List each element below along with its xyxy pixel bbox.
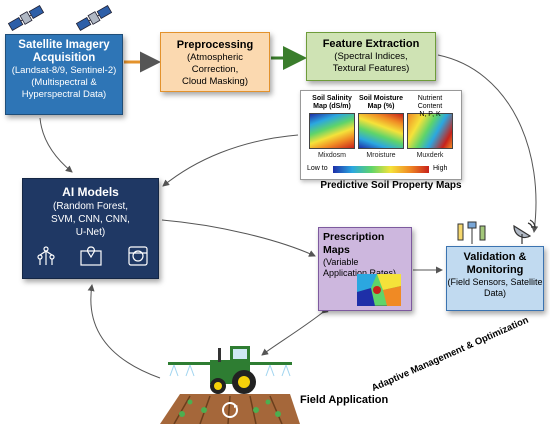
feature-extraction-box: Feature Extraction (Spectral Indices, Te… [306, 32, 436, 81]
preprocessing-title: Preprocessing [176, 39, 254, 51]
moisture-map-title-line1: Soil Moisture [359, 95, 403, 102]
satellite-body-line3: Hyperspectral Data) [21, 89, 107, 100]
arrow-ai-to-prescription [161, 219, 316, 257]
legend-color-bar [333, 166, 429, 173]
tree-network-icon [37, 246, 55, 265]
prescription-maps-box: Prescription Maps (Variable Application … [318, 227, 412, 311]
satellite-title-line2: Acquisition [32, 52, 96, 64]
satellite-icon [75, 4, 113, 32]
salinity-map-label: Mixdosm [317, 152, 346, 159]
nutrient-heatmap [407, 113, 453, 149]
legend-low-label: Low to [307, 165, 328, 172]
preprocessing-body-line2: Correction, [191, 64, 239, 75]
nutrient-map-title-line1: Nutrient Content [417, 95, 443, 110]
satellite-body-line2: (Multispectral & [31, 77, 97, 88]
arrow-maps-to-ai [162, 134, 299, 187]
validation-title-line1: Validation & [463, 251, 527, 263]
salinity-map-title-line1: Soil Salinity [312, 95, 352, 102]
satellite-acquisition-box: Satellite Imagery Acquisition (Landsat-8… [5, 34, 123, 115]
validation-body-line2: Data) [483, 288, 506, 298]
feature-body-line1: (Spectral Indices, [334, 51, 408, 62]
ai-body-line2: SVM, CNN, CNN, [51, 214, 130, 225]
field-application-label: Field Application [300, 394, 389, 406]
preprocessing-body-line1: (Atmospheric [187, 52, 243, 63]
data-grid-icon [128, 246, 148, 266]
preprocessing-body-line3: Cloud Masking) [182, 76, 248, 87]
arrow-prescription-field [261, 306, 329, 356]
tractor-icon [160, 346, 300, 424]
nutrient-map-label: Muxderk [416, 152, 444, 159]
validation-body-line1: (Field Sensors, Satellite [447, 277, 543, 287]
satellite-body-line1: (Landsat-8/9, Sentinel-2) [11, 65, 117, 76]
satellite-title-line1: Satellite Imagery [18, 39, 110, 51]
satellite-dish-icon [513, 219, 536, 244]
sensor-probe-icon [457, 221, 486, 244]
legend-high-label: High [433, 165, 448, 172]
prescription-title: Prescription Maps [323, 231, 385, 256]
validation-title-line2: Monitoring [466, 264, 524, 276]
validation-monitoring-box: Validation & Monitoring (Field Sensors, … [446, 246, 544, 311]
nutrient-map-title-line2: N, P, K [419, 111, 441, 118]
arrow-feat-to-validation [437, 54, 539, 233]
moisture-map-label: Mroisture [366, 152, 396, 159]
map-pin-icon [80, 246, 102, 266]
salinity-heatmap [309, 113, 355, 149]
ai-body-line1: (Random Forest, [52, 201, 129, 212]
soil-maps-caption: Predictive Soil Property Maps [320, 180, 462, 191]
ai-models-box: AI Models (Random Forest, SVM, CNN, CNN,… [22, 178, 159, 279]
feature-title: Feature Extraction [322, 38, 420, 50]
prescription-body-line2: Application Rates) [323, 268, 397, 278]
salinity-map-title-line2: Map (dS/m) [313, 103, 351, 110]
moisture-map-title-line2: Map (%) [367, 103, 395, 110]
arrow-sat-to-ai [39, 117, 73, 173]
arrow-field-to-ai [87, 284, 161, 379]
satellite-icon [7, 4, 45, 32]
feature-body-line2: Textural Features) [332, 63, 410, 74]
ai-title: AI Models [62, 185, 119, 199]
preprocessing-box: Preprocessing (Atmospheric Correction, C… [160, 32, 270, 92]
moisture-heatmap [358, 113, 404, 149]
ai-body-line3: U-Net) [75, 227, 106, 238]
color-legend: Low to High [307, 165, 455, 175]
prescription-map-thumbnail [357, 274, 401, 306]
prescription-body-line1: (Variable [323, 257, 359, 267]
